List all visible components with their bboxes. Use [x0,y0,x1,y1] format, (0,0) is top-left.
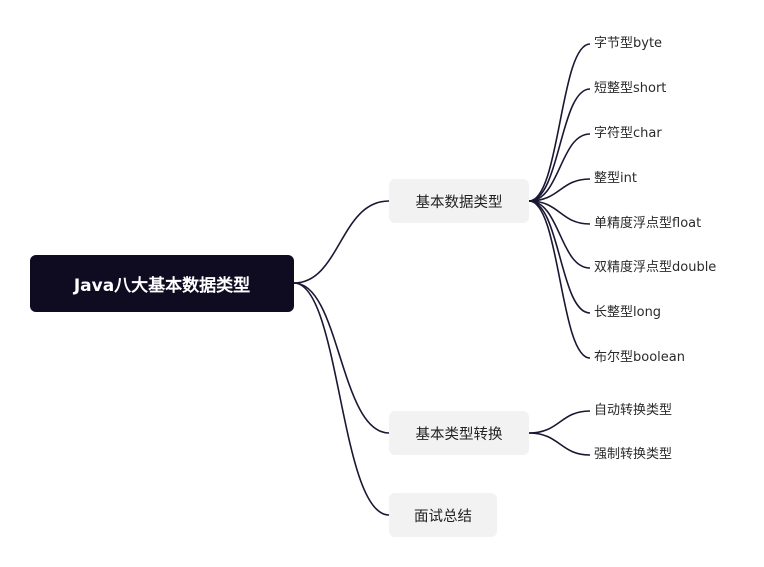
root-label: Java八大基本数据类型 [73,276,251,296]
connector-boolean [528,200,591,359]
branch-node-interview-summary[interactable]: 面试总结 [389,493,497,537]
branch-label: 基本数据类型 [415,194,503,211]
root-node[interactable]: Java八大基本数据类型 [30,255,294,312]
leaf-int[interactable]: 整型int [594,171,637,186]
connector-root-to-interview [293,282,390,516]
leaf-double[interactable]: 双精度浮点型double [594,260,717,275]
branch-label: 基本类型转换 [415,426,503,443]
connector-int [528,178,591,202]
connector-short [528,88,591,202]
leaf-auto-conversion[interactable]: 自动转换类型 [594,403,673,418]
connector-byte [528,43,591,202]
connector-double [528,200,591,269]
connector-float [528,200,591,225]
branch-2-connectors [528,410,591,456]
connector-auto-conversion [528,410,591,434]
leaf-byte[interactable]: 字节型byte [594,36,663,51]
leaf-boolean[interactable]: 布尔型boolean [594,350,685,365]
leaf-long[interactable]: 长整型long [594,305,662,320]
connector-char [528,133,591,202]
branch-1-connectors [528,43,591,359]
connector-root-to-conversion [293,282,390,434]
leaf-short[interactable]: 短整型short [594,81,667,96]
branch-label: 面试总结 [414,508,472,525]
leaf-float[interactable]: 单精度浮点型float [594,216,702,231]
connector-long [528,200,591,314]
leaf-forced-conversion[interactable]: 强制转换类型 [594,447,673,462]
connector-forced-conversion [528,432,591,456]
branch-node-basic-types[interactable]: 基本数据类型 [389,179,529,223]
leaf-char[interactable]: 字符型char [594,126,662,141]
connector-root-to-basic-types [293,200,390,284]
branch-node-type-conversion[interactable]: 基本类型转换 [389,411,529,455]
